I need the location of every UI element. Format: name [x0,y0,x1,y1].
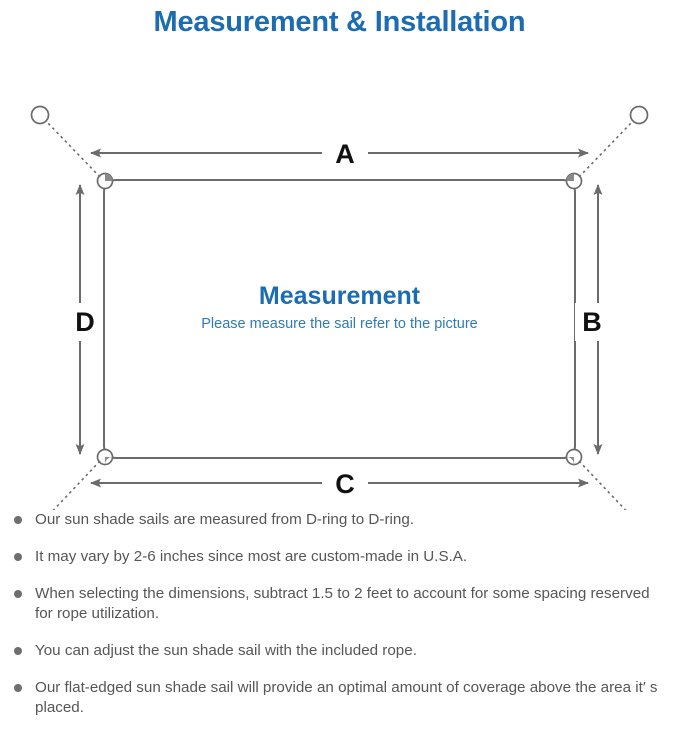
list-item: When selecting the dimensions, subtract … [12,584,665,624]
rope-lines [44,119,635,510]
d-ring-bottom-right [565,448,583,466]
d-ring-top-left [96,172,114,190]
bullet-icon [14,647,22,655]
bullet-icon [14,516,22,524]
list-item: Our sun shade sails are measured from D-… [12,510,665,530]
page-title: Measurement & Installation [153,6,526,38]
note-text: You can adjust the sun shade sail with t… [35,642,417,659]
note-text: It may vary by 2-6 inches since most are… [35,548,468,565]
note-text: Our flat-edged sun shade sail will provi… [35,679,658,716]
d-ring-top-right [565,172,583,190]
anchor-top-right [629,105,649,125]
anchor-points [30,105,649,125]
dimension-arrows [75,148,603,488]
list-item: It may vary by 2-6 inches since most are… [12,547,665,567]
bullet-icon [14,590,22,598]
rope-bottom-right [578,460,627,510]
list-item: Our flat-edged sun shade sail will provi… [12,678,665,718]
anchor-top-left [30,105,50,125]
rope-top-left [44,119,101,178]
rope-top-right [578,119,635,178]
diagram-svg [30,105,649,510]
d-ring-bottom-left [96,448,114,466]
rope-bottom-left [52,460,101,510]
notes-list: Our sun shade sails are measured from D-… [0,510,679,718]
list-item: You can adjust the sun shade sail with t… [12,641,665,661]
note-text: When selecting the dimensions, subtract … [35,585,650,622]
bullet-icon [14,553,22,561]
sail-measurement-diagram: Measurement Please measure the sail refe… [0,40,679,510]
note-text: Our sun shade sails are measured from D-… [35,511,414,528]
bullet-icon [14,684,22,692]
sail-outline [103,179,576,459]
